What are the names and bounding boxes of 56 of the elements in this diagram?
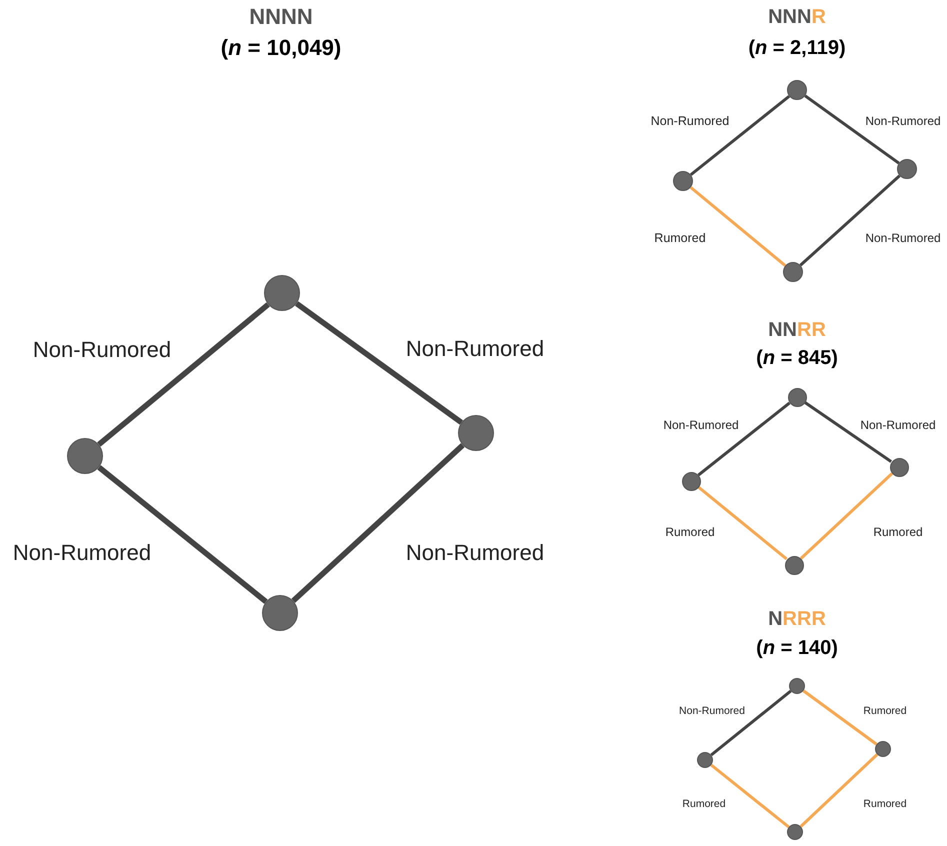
edge-label: Rumored [873,526,923,538]
connector-line [799,174,901,266]
graph-node [458,415,494,451]
graph-node [875,741,891,757]
edge-label: Non-Rumored [406,542,544,564]
connector-line [97,465,268,604]
graph-node [784,556,804,574]
pattern-heading: NNNN [249,6,313,28]
graph-node [787,824,803,840]
sample-size: (n = 2,119) [748,38,846,58]
connector-line [802,690,878,746]
connector-line [697,486,788,560]
edge-label: Rumored [863,798,907,810]
edge-label: Non-Rumored [32,339,172,361]
graph-node [787,80,807,100]
edge-label: Rumored [863,706,907,716]
edge-label: Non-Rumored [12,542,152,564]
connector-line [804,401,892,463]
edge-label: Non-Rumored [650,114,730,128]
graph-node [783,262,803,282]
sample-size: (n = 845) [756,348,838,368]
connector-line [291,443,465,603]
graph-node [682,472,700,490]
connector-line [690,186,786,267]
connector-line [710,690,792,756]
sample-size: (n = 10,049) [220,37,342,59]
edge-label: Non-Rumored [865,232,941,244]
graph-node [262,595,298,631]
pattern-heading: NNNR [768,7,826,27]
graph-node [673,171,693,191]
sample-size: (n = 140) [756,638,838,658]
connector-line [294,301,464,425]
pattern-heading: NRRR [768,609,826,629]
connector-line [804,94,900,164]
pattern-heading: NNRR [768,320,826,340]
graph-node [890,458,908,476]
graph-node [788,388,806,406]
graph-node [789,678,805,694]
connector-line [800,753,878,828]
edge-label: Rumored [665,526,715,538]
connector-line [97,302,270,447]
edge-label: Non-Rumored [663,419,739,431]
graph-node [67,438,103,474]
edge-label: Non-Rumored [860,419,936,431]
graph-node [264,275,300,311]
graph-node [697,752,713,768]
edge-label: Non-Rumored [679,706,745,716]
graph-node [897,159,917,179]
connector-line [698,402,790,476]
edge-label: Rumored [654,232,706,244]
connector-line [710,764,790,828]
edge-label: Non-Rumored [406,338,544,360]
connector-line [690,95,790,176]
edge-label: Non-Rumored [865,115,941,127]
connector-line [800,472,894,560]
edge-label: Rumored [682,798,726,810]
